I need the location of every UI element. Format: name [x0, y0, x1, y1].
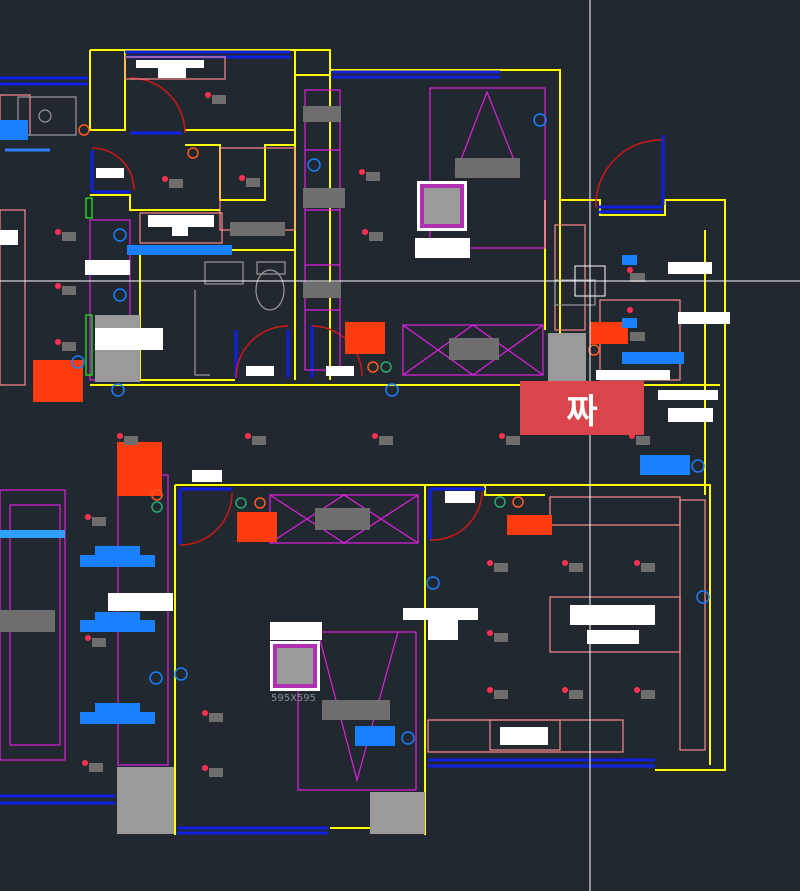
- door-swing-layer: [91, 77, 663, 546]
- wall-layer: [89, 49, 726, 835]
- window-layer: [0, 50, 665, 835]
- ceiling-light-top: [417, 181, 467, 231]
- bathroom-fixtures: [17, 96, 596, 376]
- blue-blocks: [0, 120, 690, 746]
- fixture-size-label: 595X595: [271, 693, 317, 704]
- room-tag[interactable]: 짜: [520, 381, 644, 435]
- ceiling-light-bottom: [270, 641, 320, 691]
- green-symbols: [85, 197, 506, 513]
- label-blocks: [0, 106, 645, 720]
- light-symbols: [71, 113, 710, 745]
- switch-symbols: [78, 124, 600, 509]
- outlet-symbols: [55, 92, 655, 777]
- text-blocks: [0, 60, 730, 745]
- column-layer: [95, 315, 586, 834]
